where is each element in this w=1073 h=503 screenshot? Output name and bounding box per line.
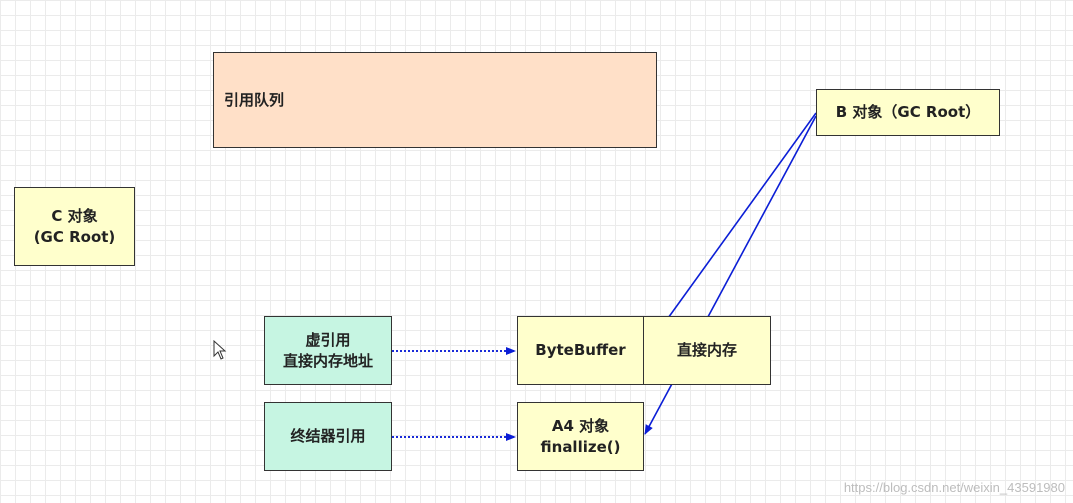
bytebuffer-box: ByteBuffer bbox=[517, 316, 644, 385]
reference-queue-box: 引用队列 bbox=[213, 52, 657, 148]
mouse-pointer-icon bbox=[213, 340, 227, 360]
arrow-b-to-bytebuffer bbox=[644, 112, 817, 351]
finalizer-reference-label: 终结器引用 bbox=[290, 427, 366, 445]
watermark-text: https://blog.csdn.net/weixin_43591980 bbox=[843, 480, 1065, 495]
finalizer-reference-box: 终结器引用 bbox=[264, 402, 392, 471]
a4-object-label: A4 对象 finallize() bbox=[540, 416, 621, 456]
reference-queue-label: 引用队列 bbox=[224, 90, 285, 109]
b-object-box: B 对象（GC Root） bbox=[816, 89, 1000, 136]
phantom-reference-box: 虚引用 直接内存地址 bbox=[264, 316, 392, 385]
phantom-reference-label: 虚引用 直接内存地址 bbox=[282, 330, 373, 370]
c-object-label: C 对象 (GC Root) bbox=[33, 206, 116, 246]
c-object-box: C 对象 (GC Root) bbox=[14, 187, 135, 266]
arrow-b-to-a4 bbox=[644, 115, 817, 435]
direct-memory-box: 直接内存 bbox=[643, 316, 771, 385]
bytebuffer-label: ByteBuffer bbox=[535, 341, 626, 359]
b-object-label: B 对象（GC Root） bbox=[835, 103, 981, 121]
direct-memory-label: 直接内存 bbox=[676, 341, 737, 359]
a4-object-box: A4 对象 finallize() bbox=[517, 402, 644, 471]
